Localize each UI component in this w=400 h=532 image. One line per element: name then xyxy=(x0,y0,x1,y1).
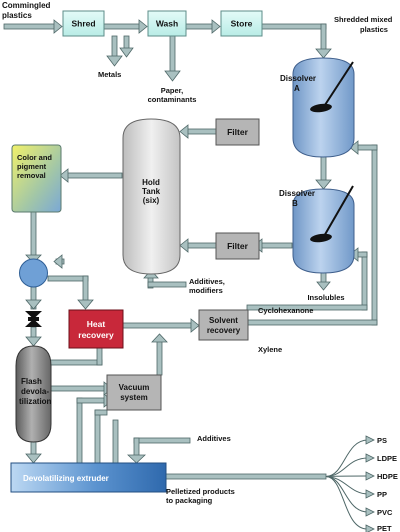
label-recovery: recovery xyxy=(207,326,241,335)
filter-bottom-box xyxy=(215,232,260,260)
hold-tank-vessel xyxy=(122,118,181,275)
label-filter-top: Filter xyxy=(227,127,248,137)
label-tank: Tank xyxy=(142,187,161,196)
shred-box xyxy=(62,10,105,37)
label-paper: Paper, xyxy=(161,86,184,95)
label-filter-bottom: Filter xyxy=(227,241,248,251)
pump-icon xyxy=(19,258,48,288)
label-metals: Metals xyxy=(98,70,121,79)
product-ldpe: LDPE xyxy=(377,454,397,463)
label-pelletized-products: Pelletized products xyxy=(166,487,235,496)
product-list: PS LDPE HDPE PP PVC PET xyxy=(377,436,398,532)
label-insolubles: Insolubles xyxy=(307,293,344,302)
solvent-recovery-box xyxy=(198,309,249,341)
product-pvc: PVC xyxy=(377,508,393,517)
heat-recovery-box xyxy=(68,309,124,349)
label-plastics: plastics xyxy=(2,11,32,20)
agitator-a-blade-icon xyxy=(310,103,332,113)
label-solvent: Solvent xyxy=(209,316,238,325)
product-hdpe: HDPE xyxy=(377,472,398,481)
label-flash: Flash xyxy=(21,377,42,386)
label-hold: Hold xyxy=(142,178,160,187)
vacuum-system-box xyxy=(106,374,162,411)
label-removal: removal xyxy=(17,171,46,180)
label-additives-modifiers-2: modifiers xyxy=(189,286,223,295)
agitator-b-shaft-icon xyxy=(322,185,354,239)
flash-devolatilization-vessel xyxy=(15,345,52,443)
label-tilization: tilization xyxy=(19,397,52,406)
label-system: system xyxy=(120,393,148,402)
devolatilizing-extruder-box xyxy=(10,462,167,493)
agitator-a-shaft-icon xyxy=(322,61,354,109)
label-store: Store xyxy=(231,19,253,29)
label-additives-modifiers-1: Additives, xyxy=(189,277,225,286)
wash-box xyxy=(147,10,187,37)
label-dissolver-b: Dissolver xyxy=(279,189,315,198)
label-dissolver-a: Dissolver xyxy=(280,74,316,83)
label-shredded-mixed: Shredded mixed xyxy=(334,15,393,24)
agitator-b-blade-icon xyxy=(310,233,332,243)
label-commingled: Commingled xyxy=(2,1,51,10)
label-additives-extruder: Additives xyxy=(197,434,231,443)
label-xylene: Xylene xyxy=(258,345,282,354)
label-six: (six) xyxy=(143,196,160,205)
store-box xyxy=(220,10,263,37)
label-devolatilizing-extruder: Devolatilizing extruder xyxy=(23,474,109,483)
label-heat-recovery: recovery xyxy=(78,330,114,340)
label-vacuum: Vacuum xyxy=(119,383,150,392)
label-dissolver-b-letter: B xyxy=(292,199,298,208)
color-removal-box xyxy=(11,144,62,213)
label-cyclohexanone: Cyclohexanone xyxy=(258,306,313,315)
label-pigment: pigment xyxy=(17,162,47,171)
label-devola: devola- xyxy=(21,387,49,396)
filter-top-box xyxy=(215,118,260,146)
product-pp: PP xyxy=(377,490,387,499)
product-pet: PET xyxy=(377,524,392,532)
label-shredded-plastics: plastics xyxy=(360,25,388,34)
label-contaminants: contaminants xyxy=(148,95,197,104)
product-ps: PS xyxy=(377,436,387,445)
label-heat: Heat xyxy=(87,319,106,329)
label-to-packaging: to packaging xyxy=(166,496,213,505)
label-wash: Wash xyxy=(156,19,178,29)
pipe-network xyxy=(3,19,378,532)
label-color-and: Color and xyxy=(17,153,52,162)
label-shred: Shred xyxy=(71,19,95,29)
label-dissolver-a-letter: A xyxy=(294,84,300,93)
